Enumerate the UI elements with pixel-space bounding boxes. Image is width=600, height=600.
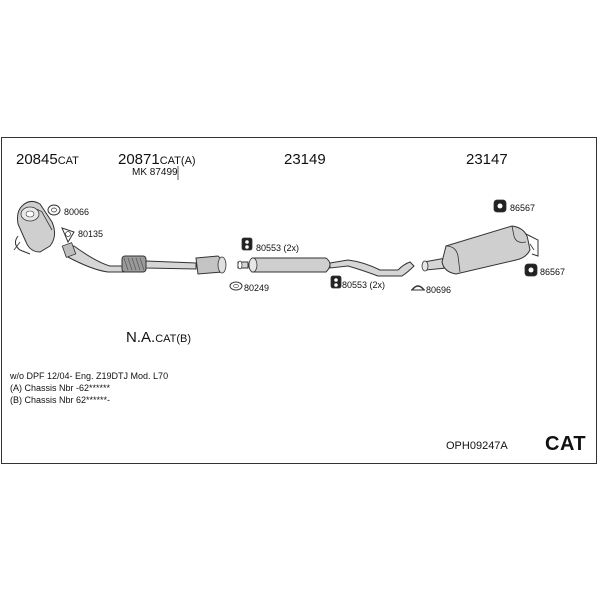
rubber-mount-80553-right-icon xyxy=(330,275,342,289)
gasket-80249-icon xyxy=(229,281,243,291)
clamp-80696-icon xyxy=(411,285,425,291)
part-sublabel-mk: MK 87499 xyxy=(132,167,178,178)
middle-silencer-23149 xyxy=(237,257,415,277)
fitting-label-80249: 80249 xyxy=(244,283,270,293)
fitting-label-80553-right: 80553 (2x) xyxy=(342,280,386,290)
catalytic-converter-20845 xyxy=(13,200,56,255)
front-pipe-20871 xyxy=(61,242,227,275)
note-chassis-a: (A) Chassis Nbr -62****** xyxy=(10,383,111,393)
fitting-label-80066: 80066 xyxy=(64,207,90,217)
fitting-label-80696: 80696 xyxy=(426,285,452,295)
fitting-label-80135: 80135 xyxy=(78,229,104,239)
part-label-20871: 20871CAT(A) xyxy=(118,151,196,168)
part-label-20845: 20845CAT xyxy=(16,151,79,168)
rear-silencer-23147 xyxy=(421,225,539,275)
part-label-23147: 23147 xyxy=(466,151,508,168)
hanger-86567-top-icon xyxy=(493,199,507,213)
note-chassis-b: (B) Chassis Nbr 62******- xyxy=(10,395,111,405)
na-cat-label: N.A.CAT(B) xyxy=(126,329,192,346)
fitting-label-86567-top: 86567 xyxy=(510,203,536,213)
flange-gasket-80135-icon xyxy=(61,227,75,244)
hanger-86567-bottom-icon xyxy=(524,263,538,277)
part-label-23149: 23149 xyxy=(284,151,326,168)
diagram-frame xyxy=(1,137,597,464)
cat-badge: CAT xyxy=(545,433,587,455)
fitting-label-86567-bottom: 86567 xyxy=(540,267,566,277)
rubber-mount-80553-left-icon xyxy=(241,237,253,251)
note-engine: w/o DPF 12/04- Eng. Z19DTJ Mod. L70 xyxy=(10,371,169,381)
gasket-80066-icon xyxy=(47,204,61,216)
diagram-code: OPH09247A xyxy=(446,440,508,452)
fitting-label-80553-left: 80553 (2x) xyxy=(256,243,300,253)
